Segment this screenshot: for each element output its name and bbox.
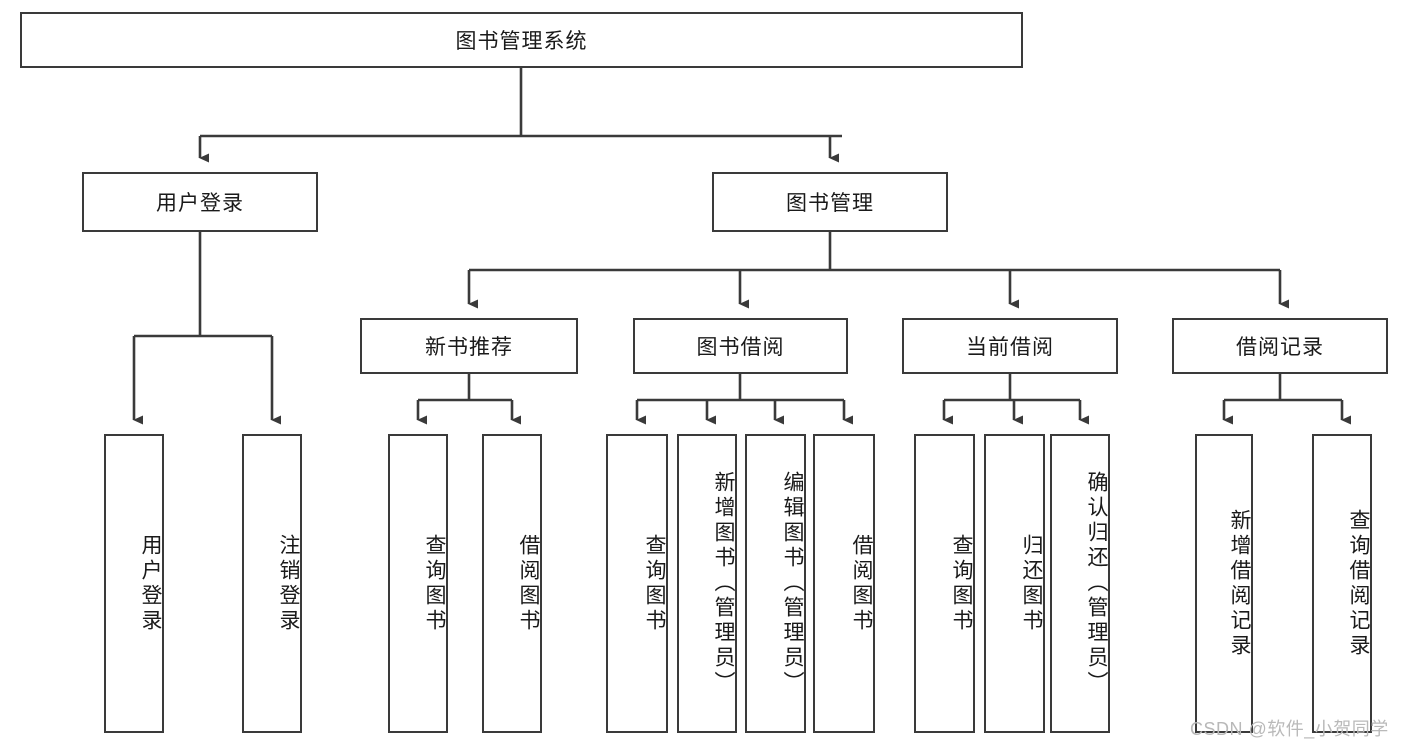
leaf-edit-book-admin[interactable]: 编辑图书（管理员）	[745, 434, 806, 733]
node-book-borrow[interactable]: 图书借阅	[633, 318, 848, 374]
leaf-borrow-book-bb[interactable]: 借阅图书	[813, 434, 875, 733]
csdn-watermark: CSDN @软件_小贺同学	[1190, 719, 1389, 739]
leaf-return-book[interactable]: 归还图书	[984, 434, 1045, 733]
leaf-user-login[interactable]: 用户登录	[104, 434, 164, 733]
node-user-login[interactable]: 用户登录	[82, 172, 318, 232]
leaf-borrow-book-nbr[interactable]: 借阅图书	[482, 434, 542, 733]
node-book-management[interactable]: 图书管理	[712, 172, 948, 232]
leaf-add-book-admin[interactable]: 新增图书（管理员）	[677, 434, 737, 733]
leaf-confirm-return-admin[interactable]: 确认归还（管理员）	[1050, 434, 1110, 733]
leaf-query-book-bb[interactable]: 查询图书	[606, 434, 668, 733]
leaf-query-borrow-record[interactable]: 查询借阅记录	[1312, 434, 1372, 733]
leaf-logout[interactable]: 注销登录	[242, 434, 302, 733]
leaf-query-book-nbr[interactable]: 查询图书	[388, 434, 448, 733]
node-current-borrow[interactable]: 当前借阅	[902, 318, 1118, 374]
leaf-query-book-cb[interactable]: 查询图书	[914, 434, 975, 733]
node-new-book-recommend[interactable]: 新书推荐	[360, 318, 578, 374]
node-root[interactable]: 图书管理系统	[20, 12, 1023, 68]
node-borrow-record[interactable]: 借阅记录	[1172, 318, 1388, 374]
leaf-add-borrow-record[interactable]: 新增借阅记录	[1195, 434, 1253, 733]
